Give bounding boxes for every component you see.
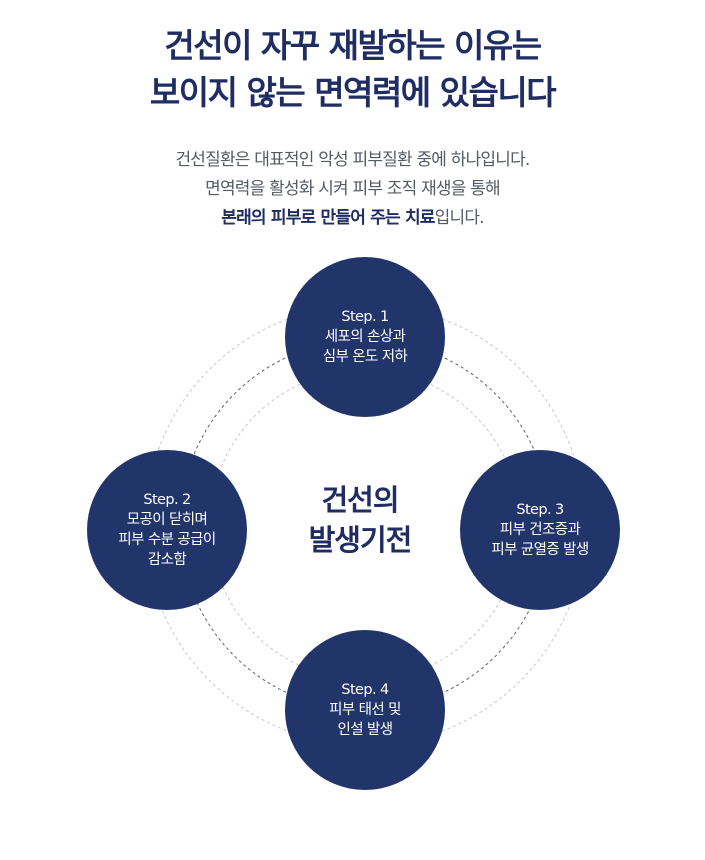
- center-title: 건선의 발생기전: [260, 480, 460, 560]
- headline-line-1: 건선이 자꾸 재발하는 이유는: [164, 26, 542, 65]
- step-3-text-line-2: 피부 균열증 발생: [491, 542, 589, 558]
- step-3-text-line-1: 피부 건조증과: [499, 522, 581, 538]
- step-3-label: Step. 3: [516, 502, 564, 518]
- description-line-3: 본래의 피부로 만들어 주는 치료입니다.: [0, 204, 705, 233]
- description-line-1: 건선질환은 대표적인 악성 피부질환 중에 하나입니다.: [175, 150, 530, 170]
- step-2-text-line-3: 감소함: [147, 552, 187, 568]
- center-title-line-2: 발생기전: [308, 523, 413, 557]
- step-3-circle: Step. 3 피부 건조증과 피부 균열증 발생: [460, 450, 620, 610]
- description-line-2: 면역력을 활성화 시켜 피부 조직 재생을 통해: [205, 179, 501, 199]
- step-1-circle: Step. 1 세포의 손상과 심부 온도 저하: [285, 257, 445, 417]
- step-4-text-line-1: 피부 태선 및: [329, 702, 401, 718]
- description-accent: 본래의 피부로 만들어 주는 치료: [221, 208, 435, 228]
- center-title-line-1: 건선의: [321, 483, 399, 517]
- step-1-text-line-1: 세포의 손상과: [324, 329, 406, 345]
- headline: 건선이 자꾸 재발하는 이유는 보이지 않는 면역력에 있습니다: [0, 22, 705, 116]
- description-line-3-rest: 입니다.: [434, 208, 485, 228]
- step-1-label: Step. 1: [341, 309, 389, 325]
- description: 건선질환은 대표적인 악성 피부질환 중에 하나입니다. 면역력을 활성화 시켜…: [0, 146, 705, 233]
- step-1-text-line-2: 심부 온도 저하: [322, 349, 408, 365]
- step-4-text-line-2: 인설 발생: [337, 722, 394, 738]
- headline-line-2: 보이지 않는 면역력에 있습니다: [149, 73, 557, 112]
- step-4-label: Step. 4: [341, 682, 389, 698]
- step-4-circle: Step. 4 피부 태선 및 인설 발생: [285, 630, 445, 790]
- step-2-label: Step. 2: [143, 492, 191, 508]
- step-2-text-line-2: 피부 수분 공급이: [118, 532, 216, 548]
- step-2-circle: Step. 2 모공이 닫히며 피부 수분 공급이 감소함: [87, 450, 247, 610]
- step-2-text-line-1: 모공이 닫히며: [126, 512, 208, 528]
